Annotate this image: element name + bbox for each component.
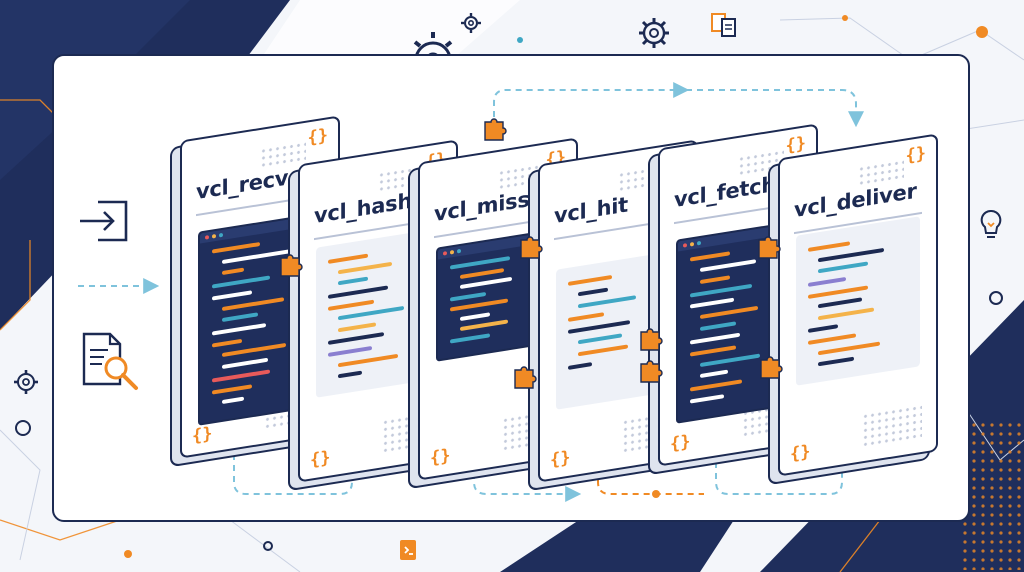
code-line	[568, 312, 604, 322]
stage-title: vcl_hash	[314, 188, 413, 229]
code-line	[818, 261, 868, 274]
code-line	[690, 251, 730, 262]
code-line	[222, 248, 292, 264]
code-line	[328, 299, 374, 311]
stage-card-deliver: vcl_deliver{}{}	[778, 133, 938, 477]
gear-icon	[461, 13, 481, 33]
code-line	[690, 379, 742, 392]
code-line	[222, 312, 258, 323]
code-line	[338, 322, 376, 333]
documents-icon	[711, 13, 736, 37]
document-search-icon	[82, 332, 138, 390]
code-line	[568, 362, 592, 370]
stage-title: vcl_fetch	[674, 171, 776, 213]
braces-icon: {}	[905, 143, 926, 167]
code-line	[450, 291, 486, 302]
code-line	[460, 267, 504, 279]
code-line	[568, 274, 612, 286]
code-line	[212, 383, 252, 395]
braces-icon: {}	[790, 441, 811, 465]
code-line	[700, 258, 756, 272]
code-line	[700, 321, 736, 332]
code-line	[818, 297, 862, 309]
code-line	[690, 332, 740, 345]
code-line	[338, 306, 404, 321]
code-line	[578, 295, 636, 309]
code-line	[338, 370, 362, 379]
code-line	[222, 396, 244, 405]
code-line	[818, 247, 884, 262]
code-line	[328, 253, 368, 264]
code-line	[338, 353, 398, 368]
stage-title: vcl_recv	[196, 165, 289, 205]
code-line	[460, 311, 490, 321]
code-line	[460, 276, 512, 290]
code-snippet-panel	[796, 216, 920, 386]
code-line	[690, 283, 752, 298]
code-line	[222, 296, 284, 311]
code-line	[212, 338, 242, 348]
code-line	[450, 298, 508, 312]
dot-pattern	[862, 403, 922, 448]
code-line	[808, 284, 868, 299]
stage-title: vcl_hit	[554, 192, 628, 229]
code-line	[690, 345, 736, 357]
code-line	[222, 267, 244, 276]
code-line	[222, 357, 268, 370]
enter-icon	[80, 200, 128, 242]
code-line	[578, 287, 608, 297]
braces-icon: {}	[430, 445, 451, 469]
braces-icon: {}	[310, 447, 331, 471]
code-line	[338, 276, 368, 286]
code-line	[690, 394, 724, 404]
code-line	[808, 333, 856, 345]
gear-icon	[14, 370, 38, 394]
stage-title: vcl_miss	[434, 187, 530, 227]
braces-icon: {}	[670, 431, 691, 455]
code-line	[212, 369, 270, 383]
code-line	[818, 356, 854, 367]
code-line	[212, 242, 260, 254]
code-line	[818, 307, 874, 321]
code-line	[578, 344, 628, 357]
lightbulb-icon	[980, 209, 1002, 238]
code-line	[578, 333, 622, 345]
dot-pattern	[260, 140, 306, 170]
code-line	[212, 323, 266, 336]
code-line	[328, 285, 388, 299]
code-file-icon	[400, 540, 416, 560]
code-line	[568, 320, 630, 334]
braces-icon: {}	[307, 125, 328, 149]
braces-icon: {}	[550, 447, 571, 471]
code-line	[222, 343, 286, 358]
code-line	[328, 332, 384, 346]
code-line	[212, 275, 270, 289]
code-line	[328, 346, 372, 357]
gear-icon	[639, 18, 669, 48]
code-line	[808, 276, 846, 287]
braces-icon: {}	[785, 133, 806, 157]
code-line	[450, 332, 490, 344]
code-line	[700, 274, 730, 284]
code-line	[690, 298, 734, 309]
code-line	[338, 261, 392, 274]
braces-icon: {}	[192, 423, 213, 447]
code-line	[700, 370, 728, 379]
code-line	[818, 341, 880, 356]
code-line	[212, 290, 252, 301]
code-line	[460, 319, 508, 332]
code-line	[700, 306, 758, 320]
code-line	[808, 241, 850, 252]
code-line	[700, 353, 760, 367]
code-line	[808, 324, 838, 334]
